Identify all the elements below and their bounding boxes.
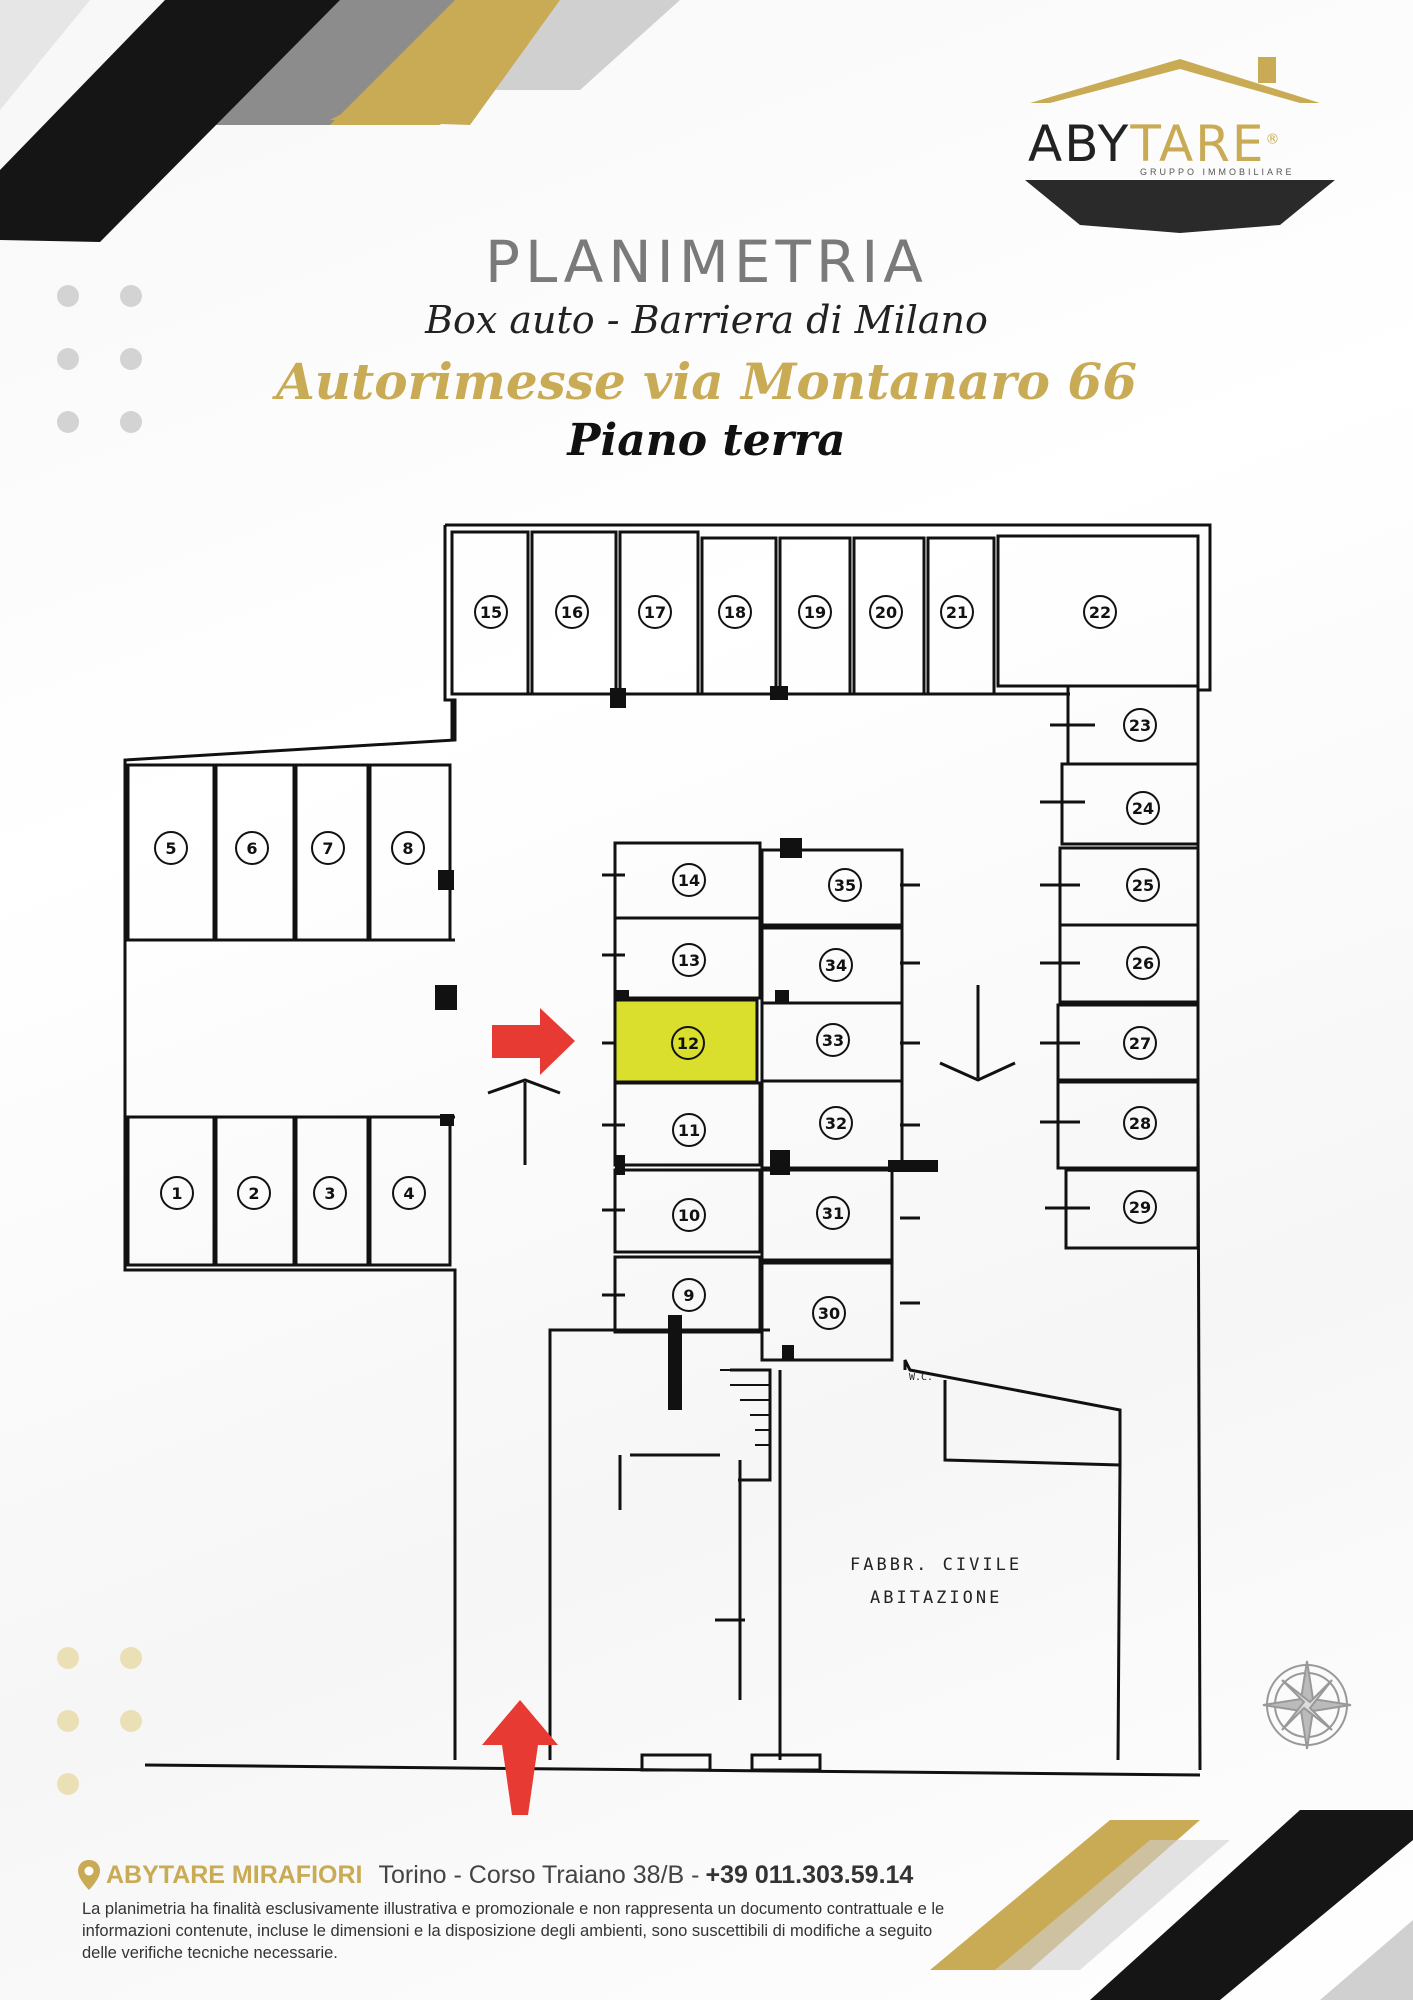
decor-dot: [57, 1710, 79, 1732]
box-number-31: 31: [816, 1196, 850, 1230]
box-number-34: 34: [819, 948, 853, 982]
box-number-20: 20: [869, 595, 903, 629]
box-number-25: 25: [1126, 868, 1160, 902]
box-number-32: 32: [819, 1106, 853, 1140]
abytare-logo: ABYTARE® GRUPPO IMMOBILIARE: [1020, 55, 1340, 235]
box-number-17: 17: [638, 595, 672, 629]
box-number-10: 10: [672, 1198, 706, 1232]
box-number-15: 15: [474, 595, 508, 629]
footer-address: Torino - Corso Traiano 38/B -: [378, 1860, 700, 1889]
page-address: Autorimesse via Montanaro 66: [276, 352, 1137, 411]
box-number-24: 24: [1126, 791, 1160, 825]
decor-dot: [57, 285, 79, 307]
box-number-3: 3: [313, 1176, 347, 1210]
footer-disclaimer: La planimetria ha finalità esclusivament…: [82, 1900, 945, 1962]
box-number-22: 22: [1083, 595, 1117, 629]
box-number-4: 4: [392, 1176, 426, 1210]
box-number-9: 9: [672, 1278, 706, 1312]
box-number-28: 28: [1123, 1106, 1157, 1140]
decor-dot: [120, 1647, 142, 1669]
decor-stripes-top: [0, 0, 680, 242]
box-number-19: 19: [798, 595, 832, 629]
decor-dot: [120, 411, 142, 433]
decor-dot: [120, 348, 142, 370]
red-arrow-right-icon: [492, 1008, 575, 1075]
page-subtitle: Box auto - Barriera di Milano: [425, 298, 988, 342]
logo-roof-icon: [1025, 57, 1335, 233]
box-number-5: 5: [154, 831, 188, 865]
footer-phone[interactable]: +39 011.303.59.14: [705, 1860, 914, 1889]
box-number-16: 16: [555, 595, 589, 629]
box-number-13: 13: [672, 943, 706, 977]
red-arrow-up-icon: [482, 1700, 558, 1815]
page-floor: Piano terra: [567, 415, 846, 466]
decor-dot: [120, 285, 142, 307]
box-number-35: 35: [828, 868, 862, 902]
box-number-1: 1: [160, 1176, 194, 1210]
map-pin-icon: [78, 1860, 100, 1890]
box-number-23: 23: [1123, 708, 1157, 742]
box-number-12: 12: [671, 1026, 705, 1060]
decor-dot: [57, 348, 79, 370]
logo-wordmark: ABYTARE®: [1028, 115, 1282, 173]
decor-dot: [57, 411, 79, 433]
box-number-11: 11: [672, 1113, 706, 1147]
decor-dot: [57, 1647, 79, 1669]
box-number-7: 7: [311, 831, 345, 865]
decor-stripes-bottom: [930, 1810, 1413, 2000]
decor-dot: [57, 1773, 79, 1795]
footer-contact: ABYTARE MIRAFIORI Torino - Corso Traiano…: [78, 1860, 913, 1890]
decor-dot: [120, 1710, 142, 1732]
box-number-27: 27: [1123, 1026, 1157, 1060]
logo-tagline: GRUPPO IMMOBILIARE: [1140, 167, 1295, 177]
compass-icon: [1262, 1660, 1352, 1750]
box-number-18: 18: [718, 595, 752, 629]
page-title: PLANIMETRIA: [485, 228, 928, 296]
box-number-30: 30: [812, 1296, 846, 1330]
box-number-8: 8: [391, 831, 425, 865]
footer-brand: ABYTARE MIRAFIORI: [106, 1860, 363, 1889]
box-number-21: 21: [940, 595, 974, 629]
box-number-33: 33: [816, 1023, 850, 1057]
building-label-1: FABBR. CIVILE: [850, 1555, 1023, 1575]
box-number-6: 6: [235, 831, 269, 865]
box-number-29: 29: [1123, 1190, 1157, 1224]
box-number-26: 26: [1126, 946, 1160, 980]
floor-plan: [123, 523, 1352, 1815]
box-number-14: 14: [672, 863, 706, 897]
box-number-2: 2: [237, 1176, 271, 1210]
building-label-2: ABITAZIONE: [870, 1588, 1003, 1608]
wc-label: W.C.: [909, 1372, 934, 1383]
